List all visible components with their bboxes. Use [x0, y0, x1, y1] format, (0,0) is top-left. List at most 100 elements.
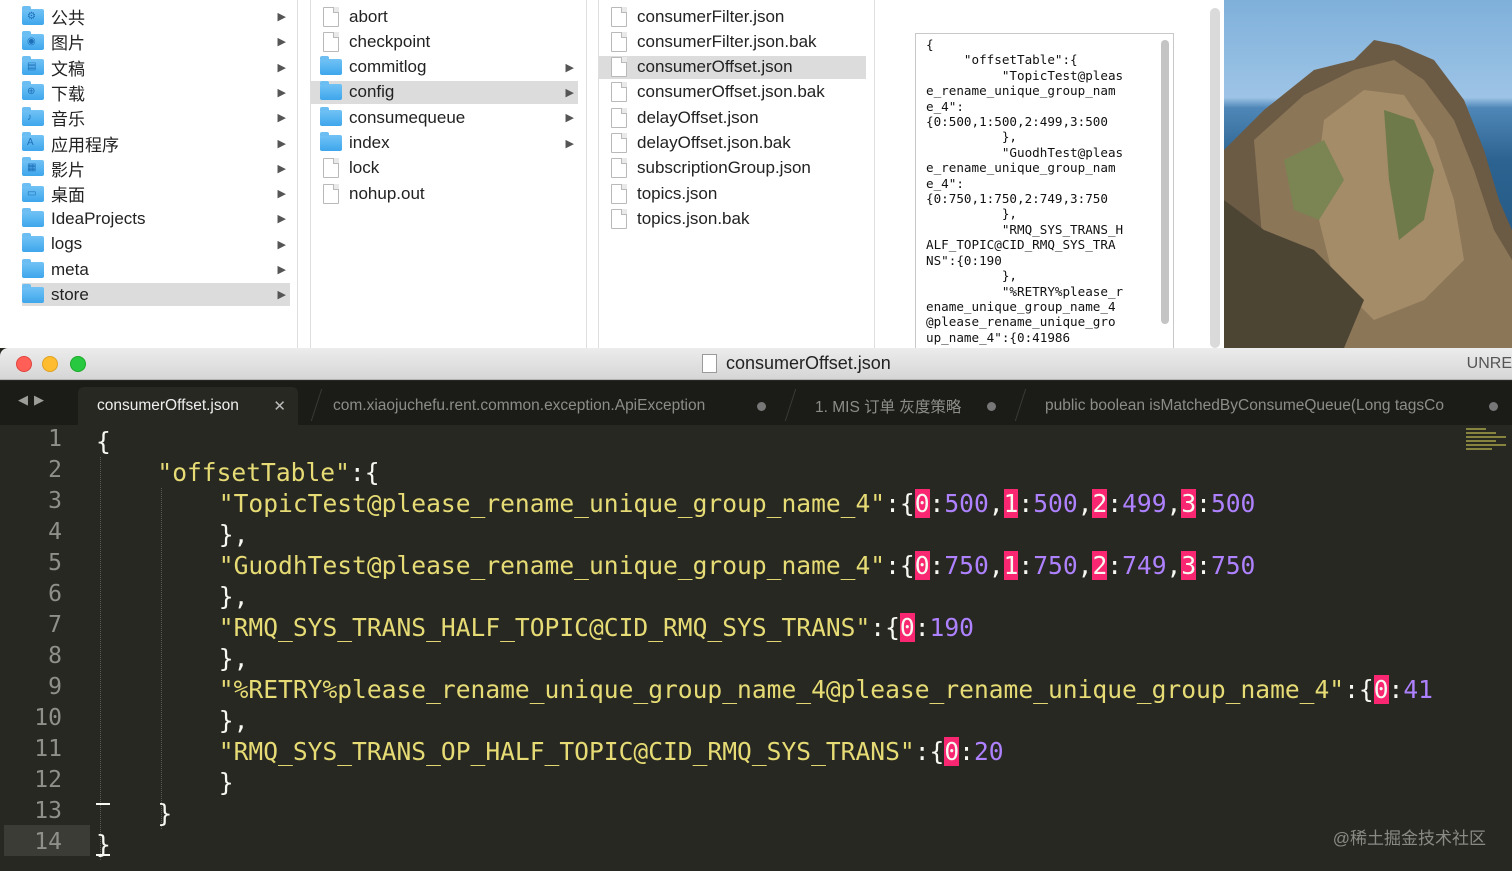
- finder-item[interactable]: commitlog▶: [311, 56, 578, 79]
- finder-item[interactable]: topics.json: [599, 182, 866, 205]
- code-line[interactable]: "offsetTable":{: [157, 457, 379, 488]
- finder-item[interactable]: nohup.out: [311, 182, 578, 205]
- code-line[interactable]: },: [219, 519, 249, 550]
- finder-item[interactable]: config▶: [311, 80, 578, 104]
- code-line[interactable]: "RMQ_SYS_TRANS_HALF_TOPIC@CID_RMQ_SYS_TR…: [219, 612, 974, 643]
- finder-item[interactable]: IdeaProjects▶: [22, 207, 290, 230]
- tab-nav-arrows-icon[interactable]: ◀▶: [18, 392, 50, 407]
- finder-item[interactable]: ⊕下载▶: [22, 81, 290, 104]
- maximize-window-button[interactable]: [70, 356, 86, 372]
- chevron-right-icon: ▶: [277, 86, 286, 99]
- finder-item[interactable]: delayOffset.json.bak: [599, 132, 866, 155]
- tab-separator: [784, 389, 797, 421]
- finder-item[interactable]: ▤文稿▶: [22, 56, 290, 79]
- finder-item-label: delayOffset.json: [637, 107, 759, 127]
- unsaved-dot-icon[interactable]: [1489, 401, 1498, 411]
- close-tab-icon[interactable]: ✕: [273, 398, 286, 415]
- code-line[interactable]: },: [219, 581, 249, 612]
- chevron-right-icon: ▶: [277, 137, 286, 150]
- json-punctuation: :: [1018, 489, 1034, 518]
- json-punctuation: ,: [1077, 489, 1093, 518]
- file-preview: { "offsetTable":{ "TopicTest@pleas e_ren…: [915, 33, 1174, 348]
- finder-item[interactable]: ⚙公共▶: [22, 5, 290, 28]
- indent-guide: [161, 488, 163, 829]
- public-folder-icon: ⚙: [22, 5, 44, 25]
- line-number: 1: [48, 426, 62, 452]
- json-punctuation: }: [96, 830, 111, 859]
- finder-item[interactable]: lock: [311, 157, 578, 180]
- code-line[interactable]: "%RETRY%please_rename_unique_group_name_…: [219, 674, 1433, 705]
- chevron-right-icon: ▶: [277, 264, 286, 276]
- finder-item[interactable]: store▶: [22, 283, 290, 307]
- finder-item[interactable]: ◉图片▶: [22, 30, 290, 53]
- json-punctuation: }: [218, 768, 234, 797]
- finder-item[interactable]: subscriptionGroup.json: [599, 157, 866, 180]
- finder-item[interactable]: ▭桌面▶: [22, 182, 290, 205]
- desktop-folder-icon: ▭: [22, 182, 44, 202]
- finder-item[interactable]: consumerOffset.json: [599, 55, 866, 79]
- finder-item[interactable]: ▦影片▶: [22, 157, 290, 180]
- tab-bar: ◀▶ consumerOffset.json ✕ com.xiaojuchefu…: [0, 381, 1512, 425]
- music-folder-icon: ♪: [22, 106, 44, 126]
- finder-item[interactable]: abort: [311, 5, 578, 28]
- finder-item-label: config: [349, 82, 395, 102]
- chevron-right-icon: ▶: [565, 137, 574, 150]
- finder-item[interactable]: checkpoint: [311, 30, 578, 53]
- unsaved-dot-icon[interactable]: [987, 401, 996, 411]
- preview-scrollbar[interactable]: [1161, 40, 1169, 324]
- line-number: 4: [48, 519, 62, 545]
- json-index-key: 0: [1373, 675, 1389, 704]
- json-punctuation: :: [1018, 551, 1034, 580]
- json-punctuation: {: [96, 427, 111, 456]
- finder-item[interactable]: consumerOffset.json.bak: [599, 81, 866, 104]
- code-line[interactable]: "GuodhTest@please_rename_unique_group_na…: [219, 550, 1255, 581]
- finder-item[interactable]: ♪音乐▶: [22, 106, 290, 129]
- folder-icon: [22, 283, 44, 303]
- json-punctuation: :: [1388, 675, 1404, 704]
- json-index-key: 1: [1003, 489, 1019, 518]
- minimize-window-button[interactable]: [42, 356, 58, 372]
- finder-item[interactable]: meta▶: [22, 258, 290, 281]
- finder-item[interactable]: topics.json.bak: [599, 207, 866, 230]
- tab-ismatched[interactable]: public boolean isMatchedByConsumeQueue(L…: [1030, 387, 1512, 425]
- code-line[interactable]: },: [219, 705, 249, 736]
- chevron-right-icon: ▶: [277, 289, 286, 302]
- unregistered-label: UNRE: [1466, 355, 1512, 372]
- chevron-right-icon: ▶: [277, 112, 286, 125]
- tab-consumeroffset[interactable]: consumerOffset.json ✕: [78, 387, 298, 425]
- finder-item-label: abort: [349, 6, 388, 26]
- editor-titlebar[interactable]: consumerOffset.json UNRE: [0, 348, 1512, 380]
- code-area[interactable]: {"offsetTable":{"TopicTest@please_rename…: [96, 426, 1456, 871]
- unsaved-dot-icon[interactable]: [757, 401, 766, 411]
- finder-item[interactable]: index▶: [311, 132, 578, 155]
- code-line[interactable]: },: [219, 643, 249, 674]
- json-index-key: 0: [899, 613, 915, 642]
- code-line[interactable]: "TopicTest@please_rename_unique_group_na…: [219, 488, 1255, 519]
- json-key-string: "offsetTable": [157, 458, 350, 487]
- json-punctuation: :{: [1344, 675, 1374, 704]
- close-window-button[interactable]: [16, 356, 32, 372]
- finder-item[interactable]: consumerFilter.json: [599, 5, 866, 28]
- tab-apiexception[interactable]: com.xiaojuchefu.rent.common.exception.Ap…: [318, 387, 780, 425]
- minimap[interactable]: [1456, 426, 1512, 466]
- code-line[interactable]: }: [96, 829, 111, 860]
- finder-item[interactable]: consumerFilter.json.bak: [599, 30, 866, 53]
- code-line[interactable]: {: [96, 426, 111, 457]
- tab-mis-order[interactable]: 1. MIS 订单 灰度策略: [800, 387, 1010, 425]
- code-line[interactable]: }: [157, 798, 172, 829]
- finder-scrollbar[interactable]: [1210, 8, 1220, 348]
- code-line[interactable]: "RMQ_SYS_TRANS_OP_HALF_TOPIC@CID_RMQ_SYS…: [219, 736, 1004, 767]
- folder-icon: [320, 132, 342, 151]
- finder-item[interactable]: logs▶: [22, 233, 290, 256]
- finder-item[interactable]: consumequeue ▶: [311, 106, 578, 129]
- json-key-string: "RMQ_SYS_TRANS_OP_HALF_TOPIC@CID_RMQ_SYS…: [218, 737, 915, 766]
- indent-guide: [100, 457, 101, 860]
- chevron-right-icon: ▶: [565, 112, 574, 125]
- finder-item[interactable]: delayOffset.json: [599, 106, 866, 129]
- json-punctuation: :{: [885, 489, 915, 518]
- finder-item-label: consumequeue: [349, 107, 466, 127]
- finder-item-label: topics.json.bak: [637, 208, 750, 228]
- code-line[interactable]: }: [219, 767, 234, 798]
